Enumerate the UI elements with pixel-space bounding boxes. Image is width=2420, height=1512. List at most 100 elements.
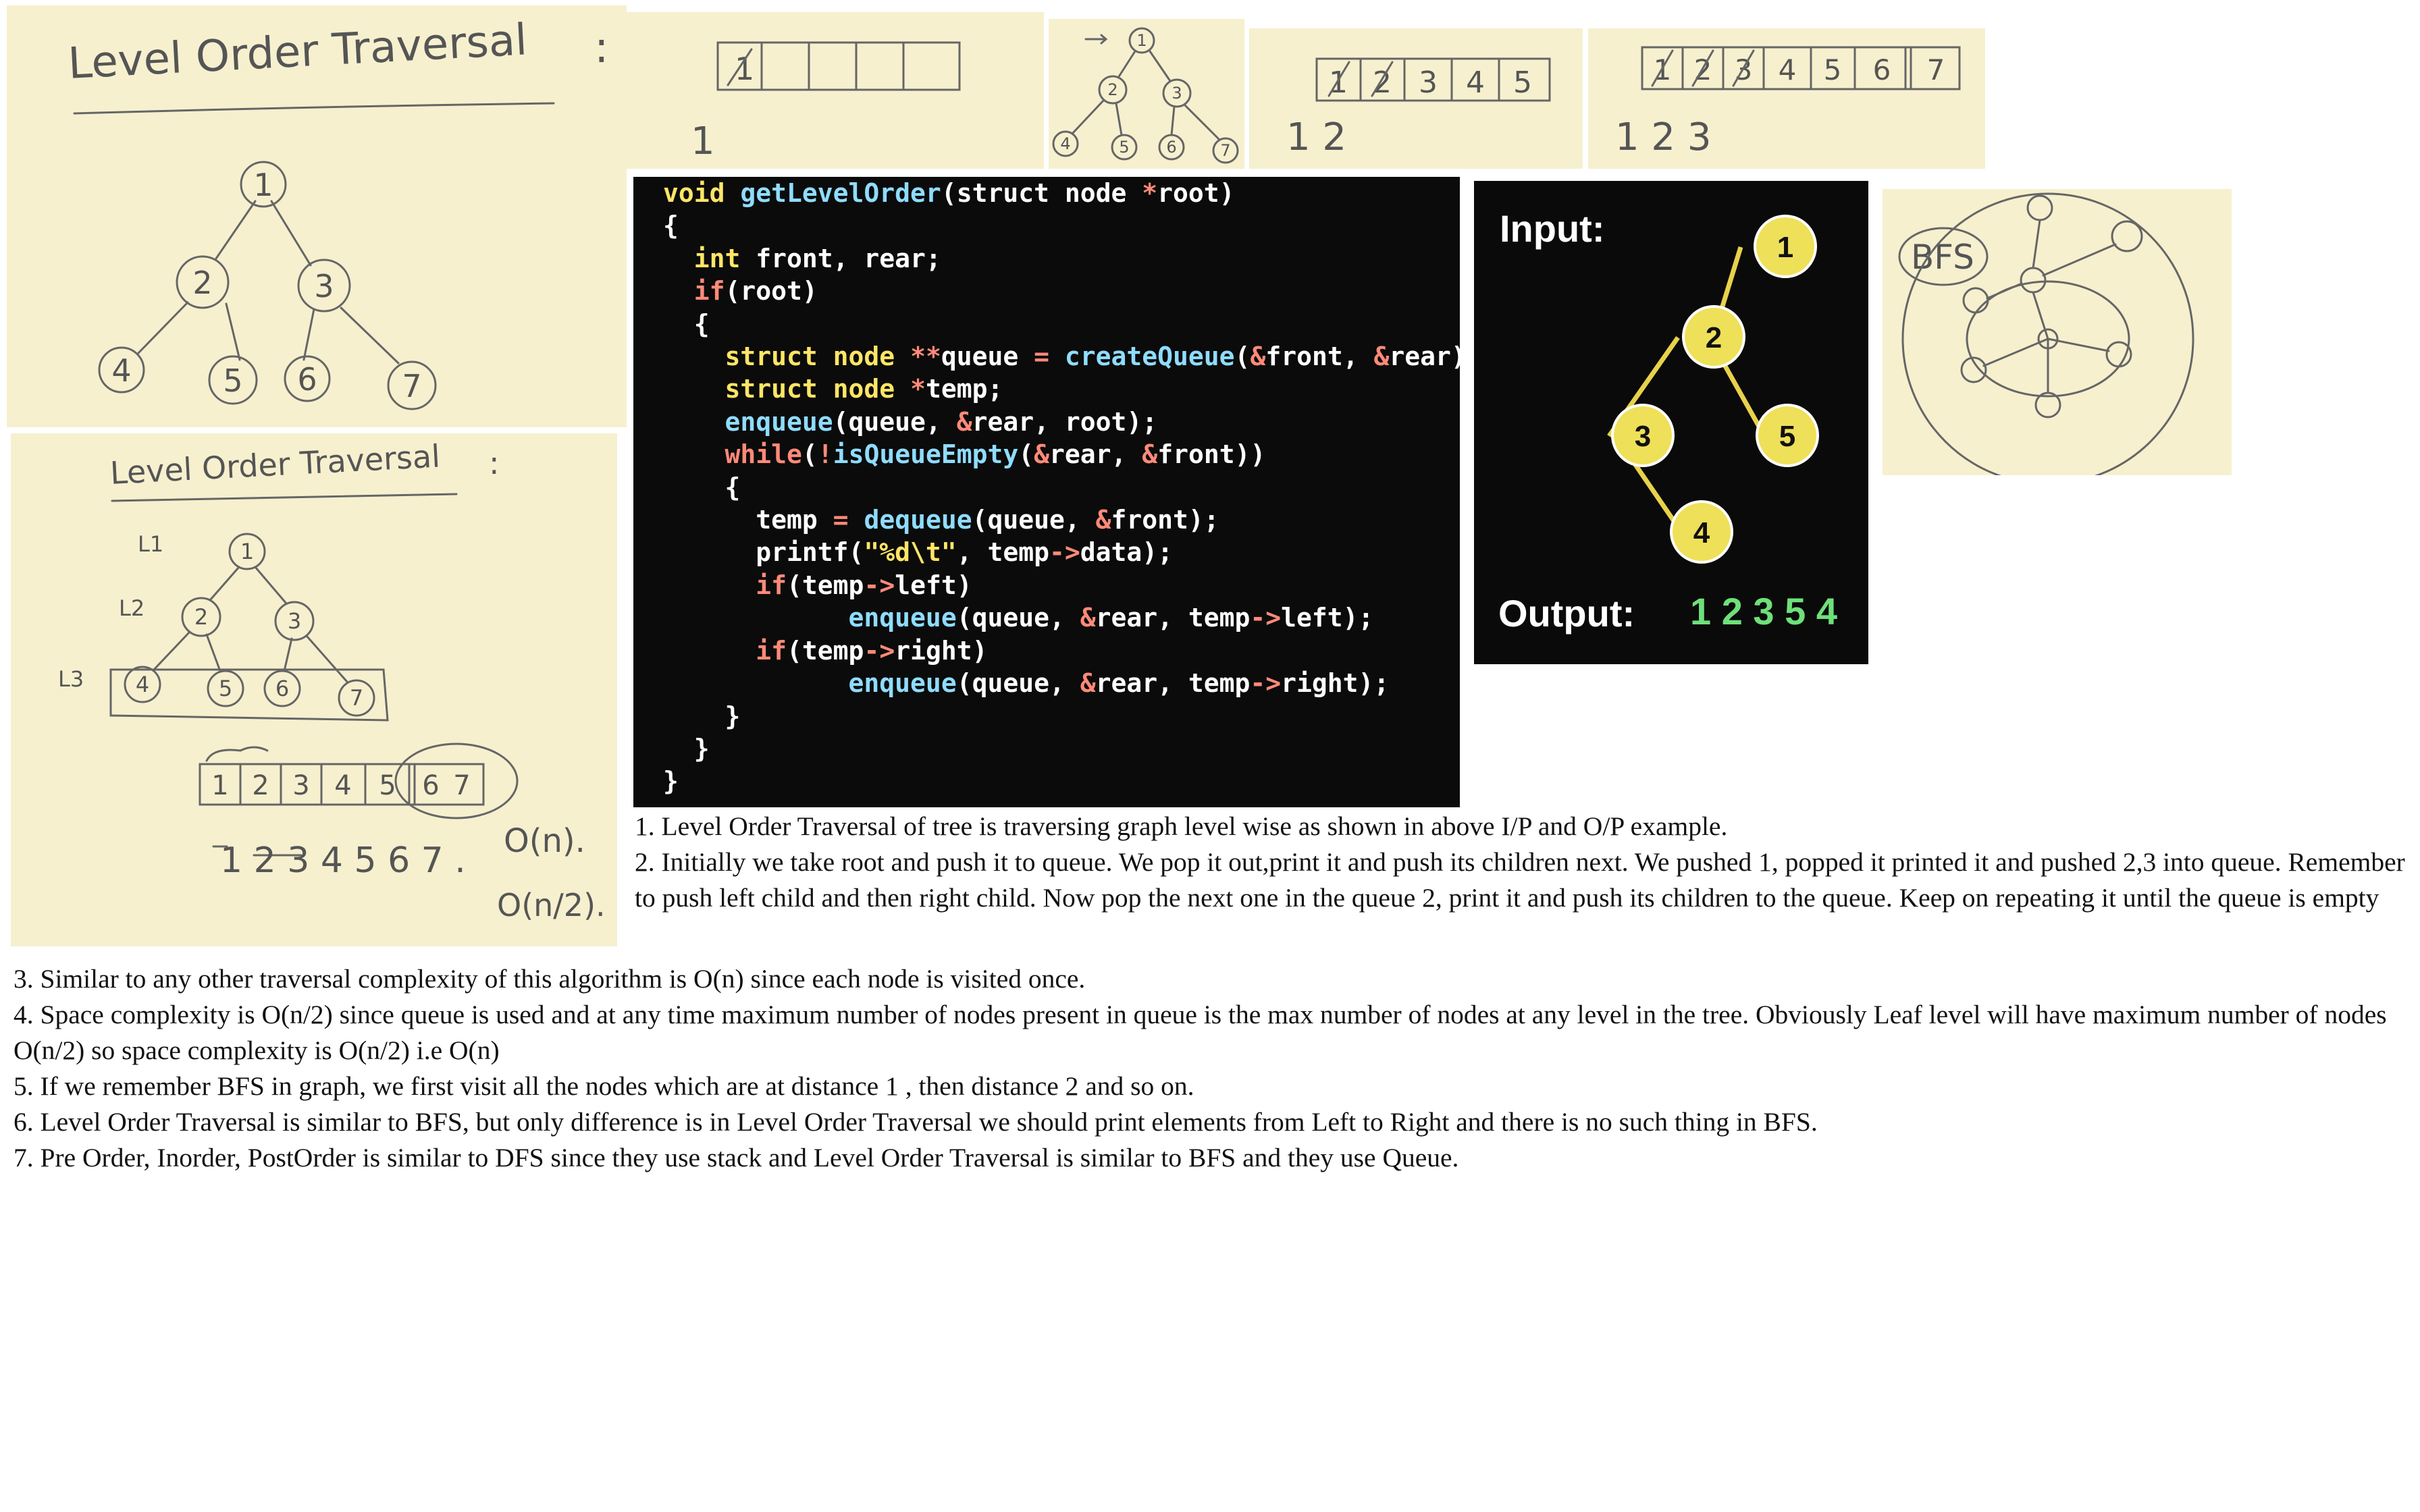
- note-3: 3. Similar to any other traversal comple…: [14, 964, 1086, 994]
- code-token: ->: [1049, 537, 1080, 568]
- code-line: struct node *temp;: [663, 373, 1460, 405]
- code-token: *: [1142, 178, 1158, 208]
- sketch-node-3: 3: [314, 268, 334, 304]
- q4-cell-7: 7: [1927, 53, 1945, 86]
- code-token: *: [910, 374, 926, 404]
- code-token: [663, 439, 725, 469]
- code-token: [663, 570, 756, 600]
- code-token: }: [663, 733, 710, 763]
- space-complexity: O(n/2).: [497, 887, 606, 923]
- code-token: (queue,: [956, 668, 1080, 699]
- levels-node-3: 3: [288, 608, 301, 634]
- sketch-title-colon: :: [594, 23, 609, 73]
- code-token: [663, 374, 725, 404]
- io-node-4: 4: [1693, 516, 1710, 549]
- sketch-title-underline: [73, 102, 555, 115]
- code-token: printf(: [663, 537, 864, 568]
- lq-cell-5: 5: [379, 770, 396, 801]
- sketch-small-tree-drawing: 1 2 3 4 5 6 7: [1052, 27, 1239, 164]
- code-token: [663, 603, 849, 632]
- note-1: 1. Level Order Traversal of tree is trav…: [635, 811, 1728, 841]
- code-token: [663, 668, 849, 698]
- small-node-5: 5: [1119, 138, 1129, 157]
- code-token: (queue,: [972, 505, 1096, 535]
- code-token: &: [1095, 505, 1111, 535]
- code-token: struct node: [725, 374, 911, 404]
- code-token: ->: [1250, 603, 1282, 633]
- code-line: if(temp->right): [663, 634, 1460, 667]
- sketch-queue-step1: 1 1: [627, 12, 1044, 169]
- levels-output: 1 2 3 4 5 6 7 .: [220, 840, 466, 881]
- code-token: {: [663, 472, 741, 502]
- levels-node-4: 4: [136, 672, 149, 697]
- code-token: ->: [864, 570, 895, 600]
- code-token: front,: [1265, 342, 1374, 372]
- code-token: rear);: [1389, 342, 1460, 372]
- small-node-4: 4: [1060, 134, 1070, 153]
- code-token: root): [1157, 178, 1235, 208]
- code-line: void getLevelOrder(struct node *root): [663, 177, 1460, 209]
- code-token: isQueueEmpty: [833, 439, 1019, 470]
- io-node-2-circle: [1682, 305, 1745, 369]
- code-token: , temp: [956, 537, 1049, 568]
- code-line: enqueue(queue, &rear, temp->right);: [663, 667, 1460, 699]
- code-token: &: [956, 406, 972, 437]
- levels-node-2: 2: [194, 604, 208, 630]
- code-token: (queue,: [956, 603, 1080, 633]
- lq-cell-1: 1: [211, 770, 228, 801]
- sketch-node-7: 7: [402, 368, 421, 404]
- code-token: front, rear;: [756, 243, 941, 273]
- q3-cell-2: 2: [1373, 65, 1392, 100]
- io-node-3-circle: [1611, 404, 1675, 467]
- io-node-1-circle: [1754, 215, 1817, 278]
- sketch-levels-drawing: Level Order Traversal : L1 L2 L3 1 2 3 4…: [58, 437, 606, 923]
- note-2: 2. Initially we take root and push it to…: [635, 847, 2405, 913]
- code-token: ->: [1250, 668, 1282, 699]
- code-token: temp;: [925, 374, 1003, 404]
- code-token: front);: [1111, 505, 1219, 535]
- code-token: &: [1034, 439, 1050, 470]
- code-token: (struct node: [941, 178, 1142, 208]
- code-token: [663, 407, 725, 437]
- code-token: createQueue: [1064, 342, 1235, 372]
- code-token: if: [756, 570, 787, 600]
- sketch-bfs-drawing: BFS: [1898, 192, 2194, 475]
- notes-full-block: 3. Similar to any other traversal comple…: [14, 961, 2397, 1176]
- code-token: left);: [1281, 603, 1374, 633]
- code-token: front)): [1157, 439, 1266, 470]
- bfs-label: BFS: [1911, 238, 1974, 277]
- q3-cell-3: 3: [1419, 65, 1438, 100]
- code-token: enqueue: [848, 668, 957, 699]
- sketch-title: Level Order Traversal: [67, 15, 529, 89]
- code-line: {: [663, 308, 1460, 340]
- code-token: [663, 342, 725, 371]
- sketch-title-2-underline: [111, 493, 458, 502]
- lq-cell-2: 2: [252, 770, 269, 801]
- code-line: while(!isQueueEmpty(&rear, &front)): [663, 438, 1460, 470]
- code-token: [663, 244, 694, 273]
- code-token: =: [833, 505, 864, 535]
- sketch-tree-panel: Level Order Traversal : 1 2 3 4 5 6: [7, 5, 627, 427]
- sketch-queue-step4: 1 2 3 4 5 6 7 1 2 3: [1588, 28, 1985, 169]
- sketch-bfs-panel: BFS: [1883, 189, 2232, 475]
- code-token: &: [1250, 342, 1266, 372]
- code-line: if(root): [663, 275, 1460, 307]
- code-token: ->: [864, 635, 895, 666]
- code-token: struct node: [725, 342, 911, 372]
- code-token: dequeue: [864, 505, 972, 535]
- output-values: 1 2 3 5 4: [1690, 590, 1837, 632]
- code-token: right);: [1281, 668, 1390, 699]
- sketch-tree-edges: [137, 200, 400, 364]
- code-line: }: [663, 732, 1460, 765]
- code-line: enqueue(queue, &rear, temp->left);: [663, 601, 1460, 634]
- step1-output: 1: [691, 119, 715, 163]
- sketch-node-1: 1: [253, 167, 273, 203]
- levels-node-1: 1: [240, 539, 254, 564]
- strike-mark: [727, 48, 753, 86]
- q4-cell-4: 4: [1779, 53, 1797, 86]
- code-token: &: [1080, 603, 1096, 633]
- code-token: rear, temp: [1095, 603, 1251, 633]
- code-token: &: [1080, 668, 1096, 699]
- lq-cell-6: 6: [422, 770, 439, 801]
- lq-cell-7: 7: [453, 770, 470, 801]
